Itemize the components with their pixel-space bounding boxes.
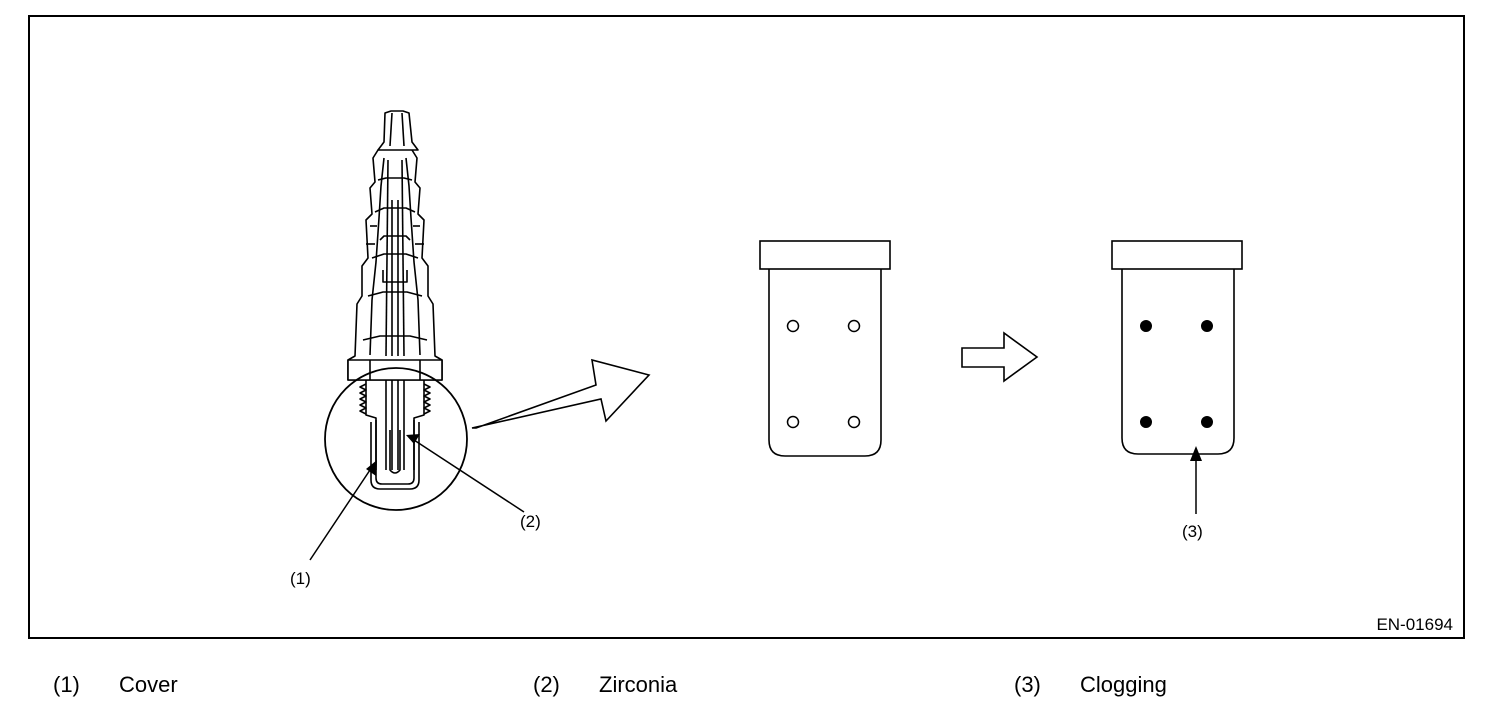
callout-clogging: (3) <box>1182 522 1203 541</box>
legend-number: (1) <box>53 672 80 697</box>
oxygen-sensor-drawing <box>347 110 443 490</box>
leader-line-zirconia <box>406 434 525 513</box>
legend-number: (3) <box>1014 672 1041 697</box>
hole-open <box>847 319 861 333</box>
leader-line-cover <box>309 460 377 561</box>
hole-clogged <box>1140 416 1152 428</box>
figure-code: EN-01694 <box>1376 615 1453 634</box>
legend-label: Zirconia <box>599 672 678 697</box>
hole-open <box>786 415 800 429</box>
legend-label: Clogging <box>1080 672 1167 697</box>
leader-line-clogging <box>1190 446 1202 514</box>
hole-clogged <box>1140 320 1152 332</box>
cover-clean <box>759 240 891 457</box>
magnification-circle <box>324 367 468 511</box>
cover-clogged <box>1111 240 1243 455</box>
hole-clogged <box>1201 416 1213 428</box>
legend: (1) Cover (2) Zirconia (3) Clogging <box>0 672 1504 702</box>
callout-cover: (1) <box>290 569 311 588</box>
magnify-arrow <box>471 358 651 429</box>
holes-clean <box>786 319 861 429</box>
hole-open <box>786 319 800 333</box>
holes-clogged <box>1140 320 1213 428</box>
legend-number: (2) <box>533 672 560 697</box>
hole-open <box>847 415 861 429</box>
hole-clogged <box>1201 320 1213 332</box>
transition-arrow <box>961 331 1039 383</box>
callout-zirconia: (2) <box>520 512 541 531</box>
figure-frame <box>28 15 1465 639</box>
legend-label: Cover <box>119 672 178 697</box>
